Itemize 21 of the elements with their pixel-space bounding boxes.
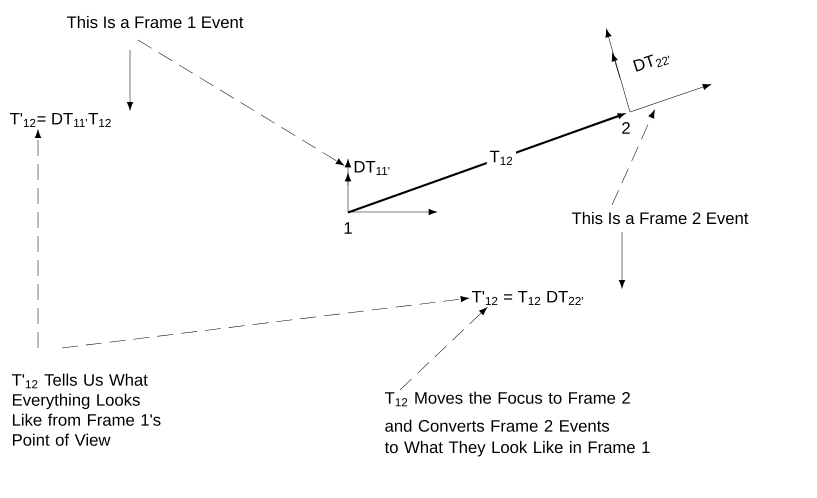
annotation-text: This Is a Frame 2 Event (572, 212, 748, 224)
arrow (400, 307, 488, 390)
annotation-text: This Is a Frame 1 Event (66, 16, 244, 28)
arrow (126, 50, 134, 110)
annotation-text: T$_{12}$ Moves the Focus to Frame 2 and Converts Frame 2 Events to What They Look Like in Frame 1 (384, 392, 650, 456)
formula-text: T'$_{12}$= DT$_{11'}$T$_{12}$ (10, 112, 111, 128)
arrow (138, 40, 344, 166)
arrow (612, 110, 655, 206)
axis-label: DT$_{11'}$ (354, 161, 390, 175)
frame-number: 2 (622, 122, 630, 134)
edge-label: T$_{12}$ (486, 148, 516, 168)
frame-axes-drawing (605, 28, 712, 112)
arrow (348, 113, 624, 214)
arrow (62, 296, 470, 348)
frame-axes-drawing (344, 158, 438, 216)
frame-number: 1 (344, 222, 352, 234)
axis-label: DT$_{22'}$ (633, 54, 670, 72)
arrow (618, 232, 626, 288)
arrow (34, 130, 42, 348)
annotation-text: T'$_{12}$ Tells Us What Everything Looks Like from Frame 1's Point of View (12, 374, 160, 446)
formula-text: T'$_{12}$ = T$_{12}$ DT$_{22'}$ (472, 290, 583, 306)
